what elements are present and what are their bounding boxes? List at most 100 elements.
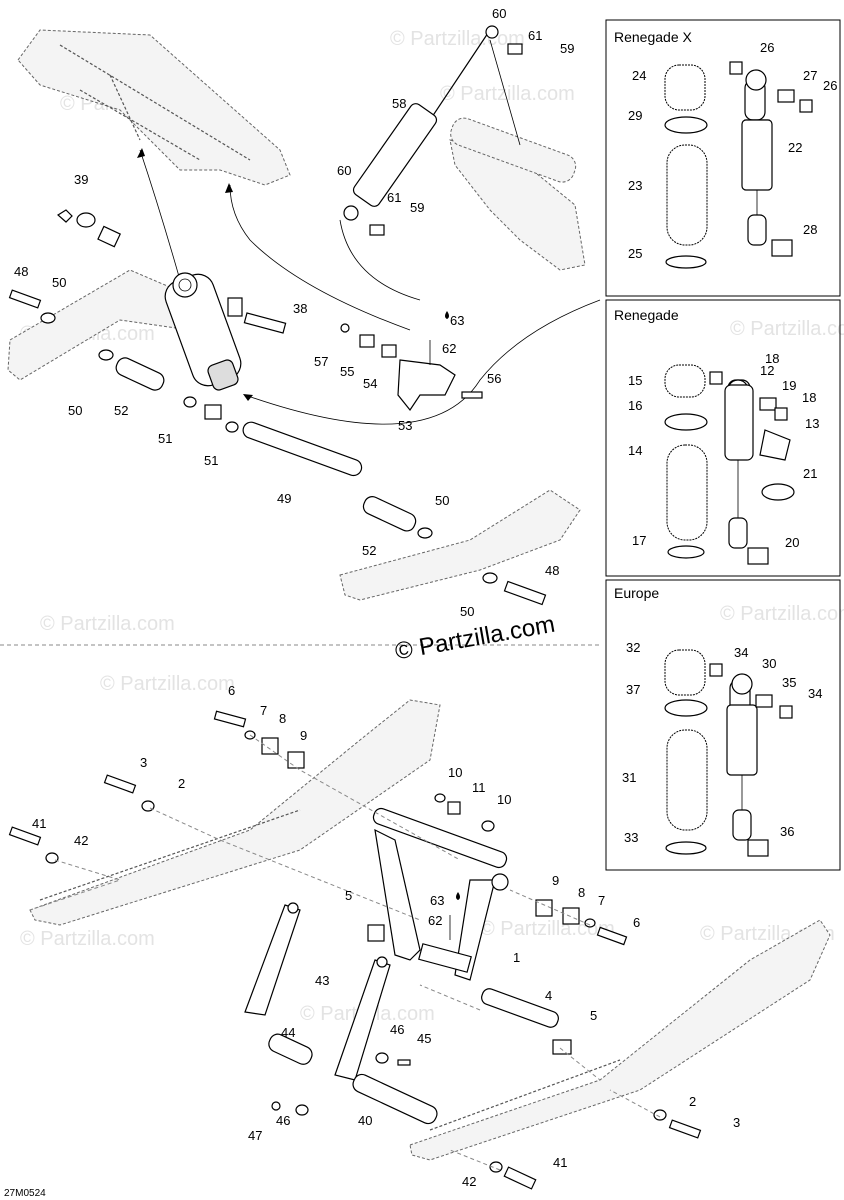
part-label: 58 — [392, 96, 406, 111]
panel-title-renegade-x: Renegade X — [614, 29, 693, 45]
part-label: 46 — [276, 1113, 290, 1128]
part-label: 50 — [52, 275, 66, 290]
watermark: © Partzilla.com — [440, 83, 575, 105]
part-label: 36 — [780, 824, 794, 839]
part-label: 16 — [628, 398, 642, 413]
part-label: 9 — [552, 873, 559, 888]
watermark: © Partzilla.com — [720, 603, 844, 625]
front-arm — [372, 807, 509, 981]
panel-renegade-x — [605, 19, 841, 297]
panel-europe — [605, 579, 841, 871]
part-label: 44 — [281, 1025, 295, 1040]
part-label: 18 — [765, 351, 779, 366]
part-label: 41 — [32, 816, 46, 831]
part-label: 62 — [442, 341, 456, 356]
rail-right-bottom — [409, 919, 831, 1161]
part-label: 20 — [785, 535, 799, 550]
watermark: © Partzilla.com — [730, 318, 844, 340]
part-label: 52 — [114, 403, 128, 418]
part-label: 4 — [545, 988, 552, 1003]
rail-left-bottom — [29, 699, 441, 926]
part-label: 60 — [337, 163, 351, 178]
main-shock-absorber — [164, 272, 243, 391]
arrow-line — [244, 299, 601, 425]
part-label: 41 — [553, 1155, 567, 1170]
watermark: © Partzilla.com — [390, 28, 525, 50]
part-label: 15 — [628, 373, 642, 388]
rear-arm-outline — [17, 29, 291, 186]
part-label: 50 — [460, 604, 474, 619]
arrow-head — [137, 148, 145, 158]
part-label: 8 — [279, 711, 286, 726]
watermark: © Partzilla.com — [20, 928, 155, 950]
shock-europe — [664, 649, 793, 857]
arrow-line — [139, 149, 181, 281]
part-label: 7 — [260, 703, 267, 718]
part-label: 59 — [560, 41, 574, 56]
part-label: 40 — [358, 1113, 372, 1128]
part-label: 8 — [578, 885, 585, 900]
fasteners-top — [8, 209, 547, 606]
part-label: 43 — [315, 973, 329, 988]
part-label: 54 — [363, 376, 377, 391]
part-label: 56 — [487, 371, 501, 386]
part-label: 49 — [277, 491, 291, 506]
part-label: 19 — [782, 378, 796, 393]
leader-lines — [29, 734, 661, 1171]
rear-arm — [244, 902, 391, 1081]
part-label: 53 — [398, 418, 412, 433]
part-label: 63 — [450, 313, 464, 328]
part-label: 63 — [430, 893, 444, 908]
part-label: 48 — [14, 264, 28, 279]
oil-drop-icon — [445, 311, 449, 319]
diagram-code: 27M0524 — [4, 1188, 46, 1199]
part-label: 33 — [624, 830, 638, 845]
fasteners-bottom — [8, 710, 702, 1190]
bracket-assembly — [340, 323, 483, 412]
part-label: 29 — [628, 108, 642, 123]
part-label: 51 — [158, 431, 172, 446]
part-label: 50 — [435, 493, 449, 508]
part-label: 35 — [782, 675, 796, 690]
part-label: 42 — [74, 833, 88, 848]
part-label: 37 — [626, 682, 640, 697]
part-label: 48 — [545, 563, 559, 578]
part-label: 34 — [808, 686, 822, 701]
part-label: 31 — [622, 770, 636, 785]
part-label: 2 — [689, 1094, 696, 1109]
part-label: 25 — [628, 246, 642, 261]
part-number-labels: 60 61 59 58 60 61 59 39 48 50 38 63 62 5… — [14, 6, 837, 1189]
part-label: 39 — [74, 172, 88, 187]
damper-rod — [343, 25, 523, 236]
arrow-line — [339, 219, 421, 301]
part-label: 5 — [345, 888, 352, 903]
part-label: 10 — [448, 765, 462, 780]
part-label: 50 — [68, 403, 82, 418]
part-label: 10 — [497, 792, 511, 807]
part-label: 5 — [590, 1008, 597, 1023]
part-label: 3 — [733, 1115, 740, 1130]
part-label: 34 — [734, 645, 748, 660]
arrow-line — [229, 184, 411, 331]
front-arm-outline — [449, 117, 586, 271]
part-label: 32 — [626, 640, 640, 655]
part-label: 62 — [428, 913, 442, 928]
part-label: 45 — [417, 1031, 431, 1046]
rail-right-top — [339, 489, 581, 601]
part-label: 11 — [472, 780, 486, 795]
part-label: 27 — [803, 68, 817, 83]
part-label: 7 — [598, 893, 605, 908]
brand-watermark: © Partzilla.com — [393, 611, 557, 666]
part-label: 30 — [762, 656, 776, 671]
part-label: 23 — [628, 178, 642, 193]
part-label: 9 — [300, 728, 307, 743]
part-label: 51 — [204, 453, 218, 468]
part-label: 61 — [528, 28, 542, 43]
part-label: 59 — [410, 200, 424, 215]
part-label: 12 — [760, 363, 774, 378]
part-label: 13 — [805, 416, 819, 431]
part-label: 26 — [823, 78, 837, 93]
panel-title-renegade: Renegade — [614, 307, 679, 323]
part-label: 21 — [803, 466, 817, 481]
